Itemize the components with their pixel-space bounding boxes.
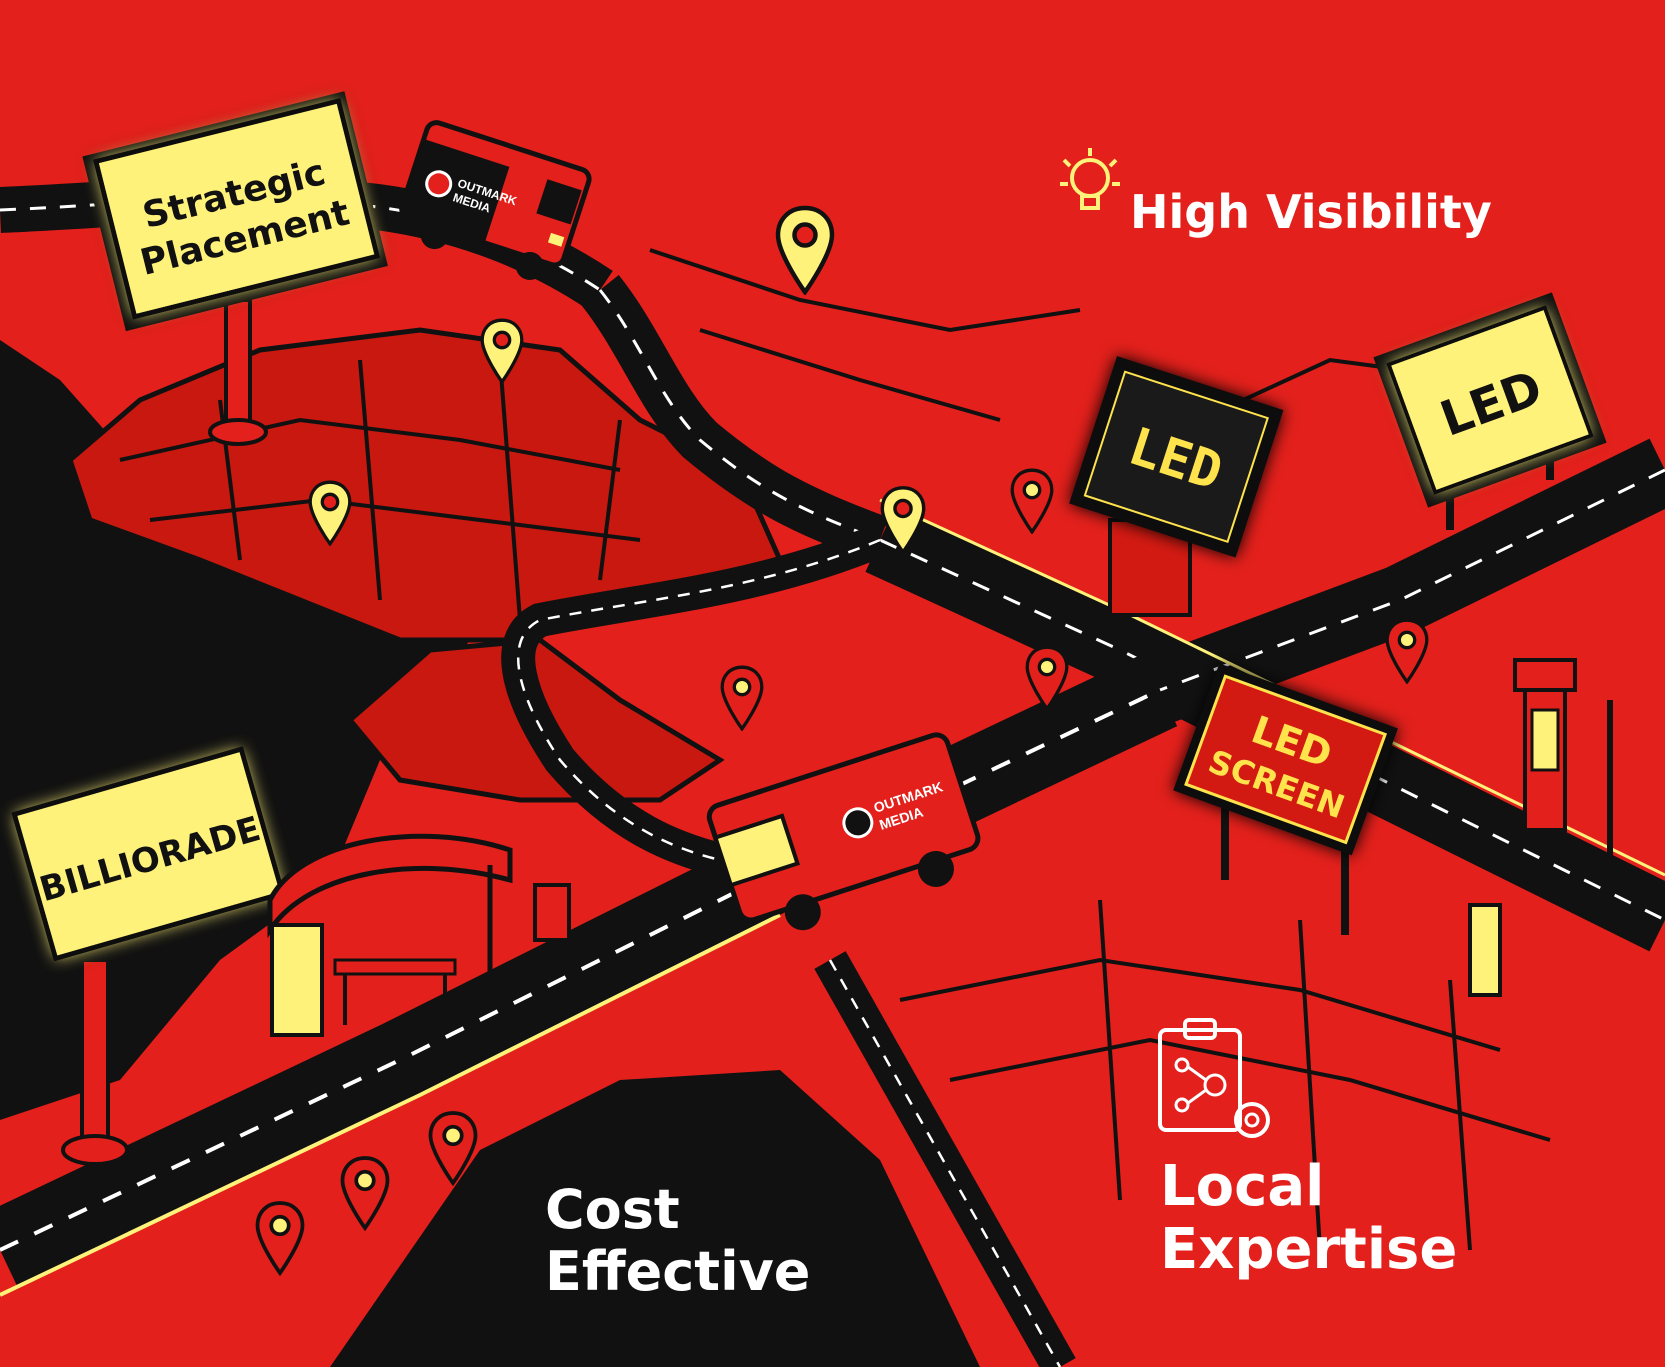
van-bottom: OUTMARK MEDIA [706,732,981,931]
billboard-billiorade: BILLIORADE [0,736,297,1166]
black-area-bottom [330,1070,980,1367]
bus-shelter [267,833,571,1037]
van-top: OUTMARK MEDIA [399,120,592,280]
headline-local-expertise-line1: Local [1160,1154,1324,1219]
headline-local-expertise-line2: Expertise [1160,1217,1457,1282]
billboard-led-dark: LED [1069,356,1284,617]
headline-cost-effective-line2: Effective [545,1240,810,1303]
clipboard-gear-icon [1158,1018,1270,1138]
billboard-led-light: LED [1373,292,1607,530]
billboard-strategic-placement: Strategic Placement [82,91,388,446]
billboard-led-screen: LED SCREEN [1173,663,1398,935]
headline-high-visibility: High Visibility [1130,185,1492,239]
kiosk-right [1468,658,1613,997]
headline-cost-effective-line1: Cost [545,1178,680,1241]
lightbulb-icon [1060,148,1120,210]
